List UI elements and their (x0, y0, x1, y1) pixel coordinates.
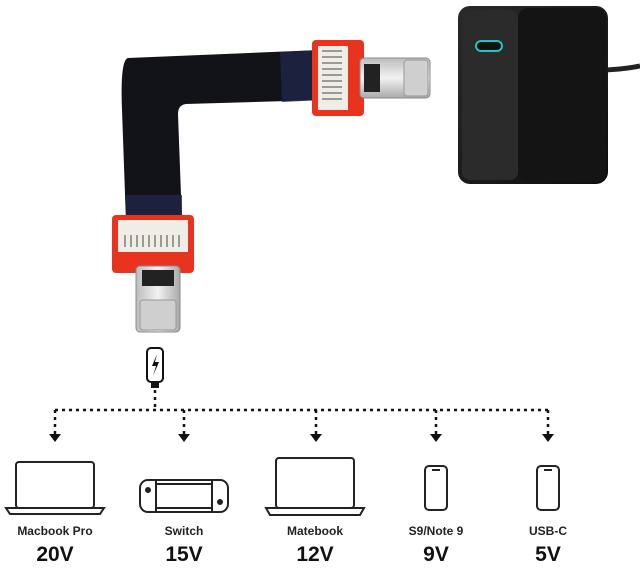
device-label-matebook: Matebook (286, 524, 343, 538)
game-console-icon (139, 479, 229, 513)
device-label-usb-c: USB-C (529, 524, 567, 538)
phone-icon (536, 465, 560, 511)
device-label-s9-note-9: S9/Note 9 (408, 524, 464, 538)
device-label-switch: Switch (164, 524, 204, 538)
usb-c-plug-icon (146, 347, 164, 388)
device-voltage-macbook-pro: 20V (36, 543, 74, 566)
arrow-heads (49, 434, 554, 442)
device-voltage-s9-note-9: 9V (423, 543, 449, 566)
power-adapter (458, 6, 640, 184)
device-label-macbook-pro: Macbook Pro (17, 524, 93, 538)
top-connector (312, 40, 431, 116)
device-voltage-matebook: 12V (296, 543, 334, 566)
phone-icon (424, 465, 448, 511)
device-voltage-switch: 15V (165, 543, 203, 566)
laptop-icon (4, 461, 106, 515)
distribution-lines (53, 390, 550, 436)
laptop-icon (264, 457, 366, 516)
flex-ribbon-cable (121, 50, 322, 222)
bottom-connector (112, 215, 194, 333)
device-voltage-usb-c: 5V (535, 543, 561, 566)
